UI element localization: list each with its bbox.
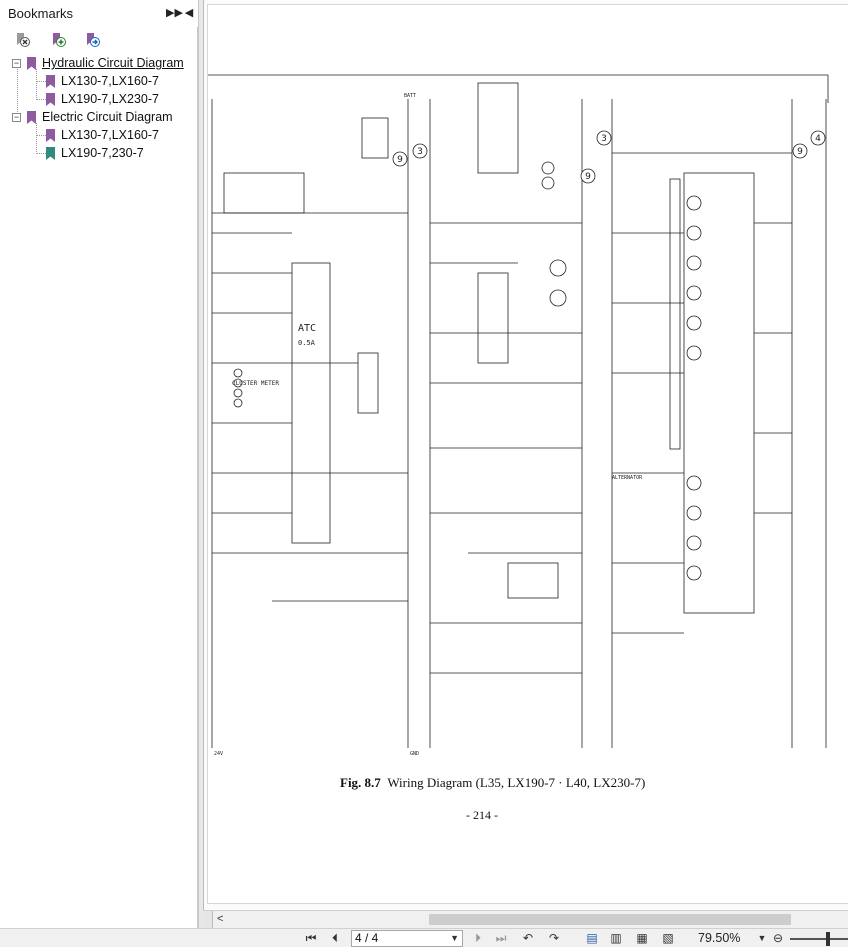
panel-splitter[interactable] [198, 0, 203, 928]
zoom-level[interactable]: 79.50% [698, 931, 741, 945]
callout-number: 9 [585, 172, 591, 182]
single-page-view-icon[interactable]: ▤ [586, 931, 598, 945]
bookmark-icon [46, 92, 55, 106]
batt-label: BATT [404, 93, 416, 99]
back-view-icon[interactable]: ↶ [522, 931, 534, 945]
bookmark-label: Hydraulic Circuit Diagram [42, 56, 184, 70]
go-to-bookmark-icon[interactable] [84, 31, 102, 49]
bookmark-selected-icon [46, 146, 55, 160]
callout-number: 9 [397, 155, 403, 165]
zoom-slider[interactable] [790, 938, 848, 940]
status-toolbar: ⏮ ⏴ 4 / 4 ▼ ⏵ ⏭ ↶ ↷ ▤ ▥ ▦ ▧ 79.50% ▼ ⊖ [0, 928, 848, 947]
collapse-toggle-icon[interactable]: − [12, 111, 21, 122]
scroll-corner [203, 911, 213, 928]
callout-number: 3 [417, 147, 423, 157]
bookmark-label: LX190-7,LX230-7 [61, 92, 159, 106]
bookmark-label: Electric Circuit Diagram [42, 110, 173, 124]
bookmark-icon [46, 74, 55, 88]
figure-number: Fig. 8.7 [340, 775, 381, 790]
zoom-dropdown-icon[interactable]: ▼ [757, 933, 767, 943]
bookmarks-toolbar [0, 28, 198, 52]
scroll-thumb[interactable] [429, 914, 791, 925]
collapse-toggle-icon[interactable]: − [12, 57, 21, 68]
bookmark-electric-lx190-230[interactable]: LX190-7,230-7 [46, 144, 144, 162]
last-page-icon[interactable]: ⏭ [495, 931, 507, 945]
bookmark-electric-lx130-lx160[interactable]: LX130-7,LX160-7 [46, 126, 159, 144]
previous-page-icon[interactable]: ⏴ [331, 931, 338, 945]
cluster-meter-label: CLUSTER METER [232, 380, 279, 387]
bookmark-hydraulic-lx130-lx160[interactable]: LX130-7,LX160-7 [46, 72, 159, 90]
facing-view-icon[interactable]: ▦ [636, 931, 648, 945]
bookmark-label: LX190-7,230-7 [61, 146, 144, 160]
continuous-facing-view-icon[interactable]: ▧ [662, 931, 674, 945]
bookmark-label: LX130-7,LX160-7 [61, 74, 159, 88]
atc-label: ATC [298, 323, 316, 334]
bookmark-hydraulic-circuit-diagram[interactable]: − Hydraulic Circuit Diagram [12, 54, 184, 72]
zoom-slider-handle[interactable] [826, 932, 830, 946]
bookmark-icon [27, 110, 36, 124]
chevron-down-icon[interactable]: ▼ [450, 933, 459, 943]
page-number-value: 4 / 4 [355, 931, 379, 945]
callout-number: 9 [797, 147, 803, 157]
bookmark-hydraulic-lx190-lx230[interactable]: LX190-7,LX230-7 [46, 90, 159, 108]
bookmarks-title: Bookmarks [8, 6, 74, 21]
bookmarks-header: Bookmarks ▶▶ ◀ [0, 0, 198, 27]
figure-title: Wiring Diagram (L35, LX190-7 · L40, LX23… [387, 775, 646, 790]
document-view[interactable]: 3 9 3 9 9 4 ATC 0.5A CLUSTER METER ALTER… [203, 0, 848, 910]
alternator-label: ALTERNATOR [612, 475, 643, 481]
zoom-out-icon[interactable]: ⊖ [772, 931, 784, 945]
wiring-diagram: 3 9 3 9 9 4 ATC 0.5A CLUSTER METER ALTER… [208, 74, 829, 757]
voltage-label: 24V [214, 751, 223, 757]
collapse-panel-icon[interactable]: ◀ [184, 7, 194, 19]
callout-number: 3 [601, 134, 607, 144]
page-number-label: - 214 - [466, 808, 498, 822]
expand-panel-icon[interactable]: ▶▶ [166, 7, 183, 19]
scroll-left-icon[interactable]: < [217, 913, 224, 925]
gnd-label: GND [410, 751, 419, 757]
delete-bookmark-icon[interactable] [14, 31, 32, 49]
add-bookmark-icon[interactable] [50, 31, 68, 49]
next-page-icon[interactable]: ⏵ [474, 931, 481, 945]
figure-caption: Fig. 8.7 Wiring Diagram (L35, LX190-7 · … [340, 775, 645, 791]
page-number-input[interactable]: 4 / 4 ▼ [351, 930, 463, 947]
pdf-page: 3 9 3 9 9 4 ATC 0.5A CLUSTER METER ALTER… [207, 4, 848, 904]
bookmark-icon [46, 128, 55, 142]
bookmark-electric-circuit-diagram[interactable]: − Electric Circuit Diagram [12, 108, 173, 126]
callout-number: 4 [815, 134, 821, 144]
bookmark-icon [27, 56, 36, 70]
forward-view-icon[interactable]: ↷ [548, 931, 560, 945]
bookmark-label: LX130-7,LX160-7 [61, 128, 159, 142]
fuse-rating-label: 0.5A [298, 339, 316, 347]
bookmarks-panel: Bookmarks ▶▶ ◀ − [0, 0, 198, 928]
first-page-icon[interactable]: ⏮ [305, 931, 317, 945]
horizontal-scrollbar[interactable]: < [203, 910, 848, 928]
continuous-view-icon[interactable]: ▥ [610, 931, 622, 945]
